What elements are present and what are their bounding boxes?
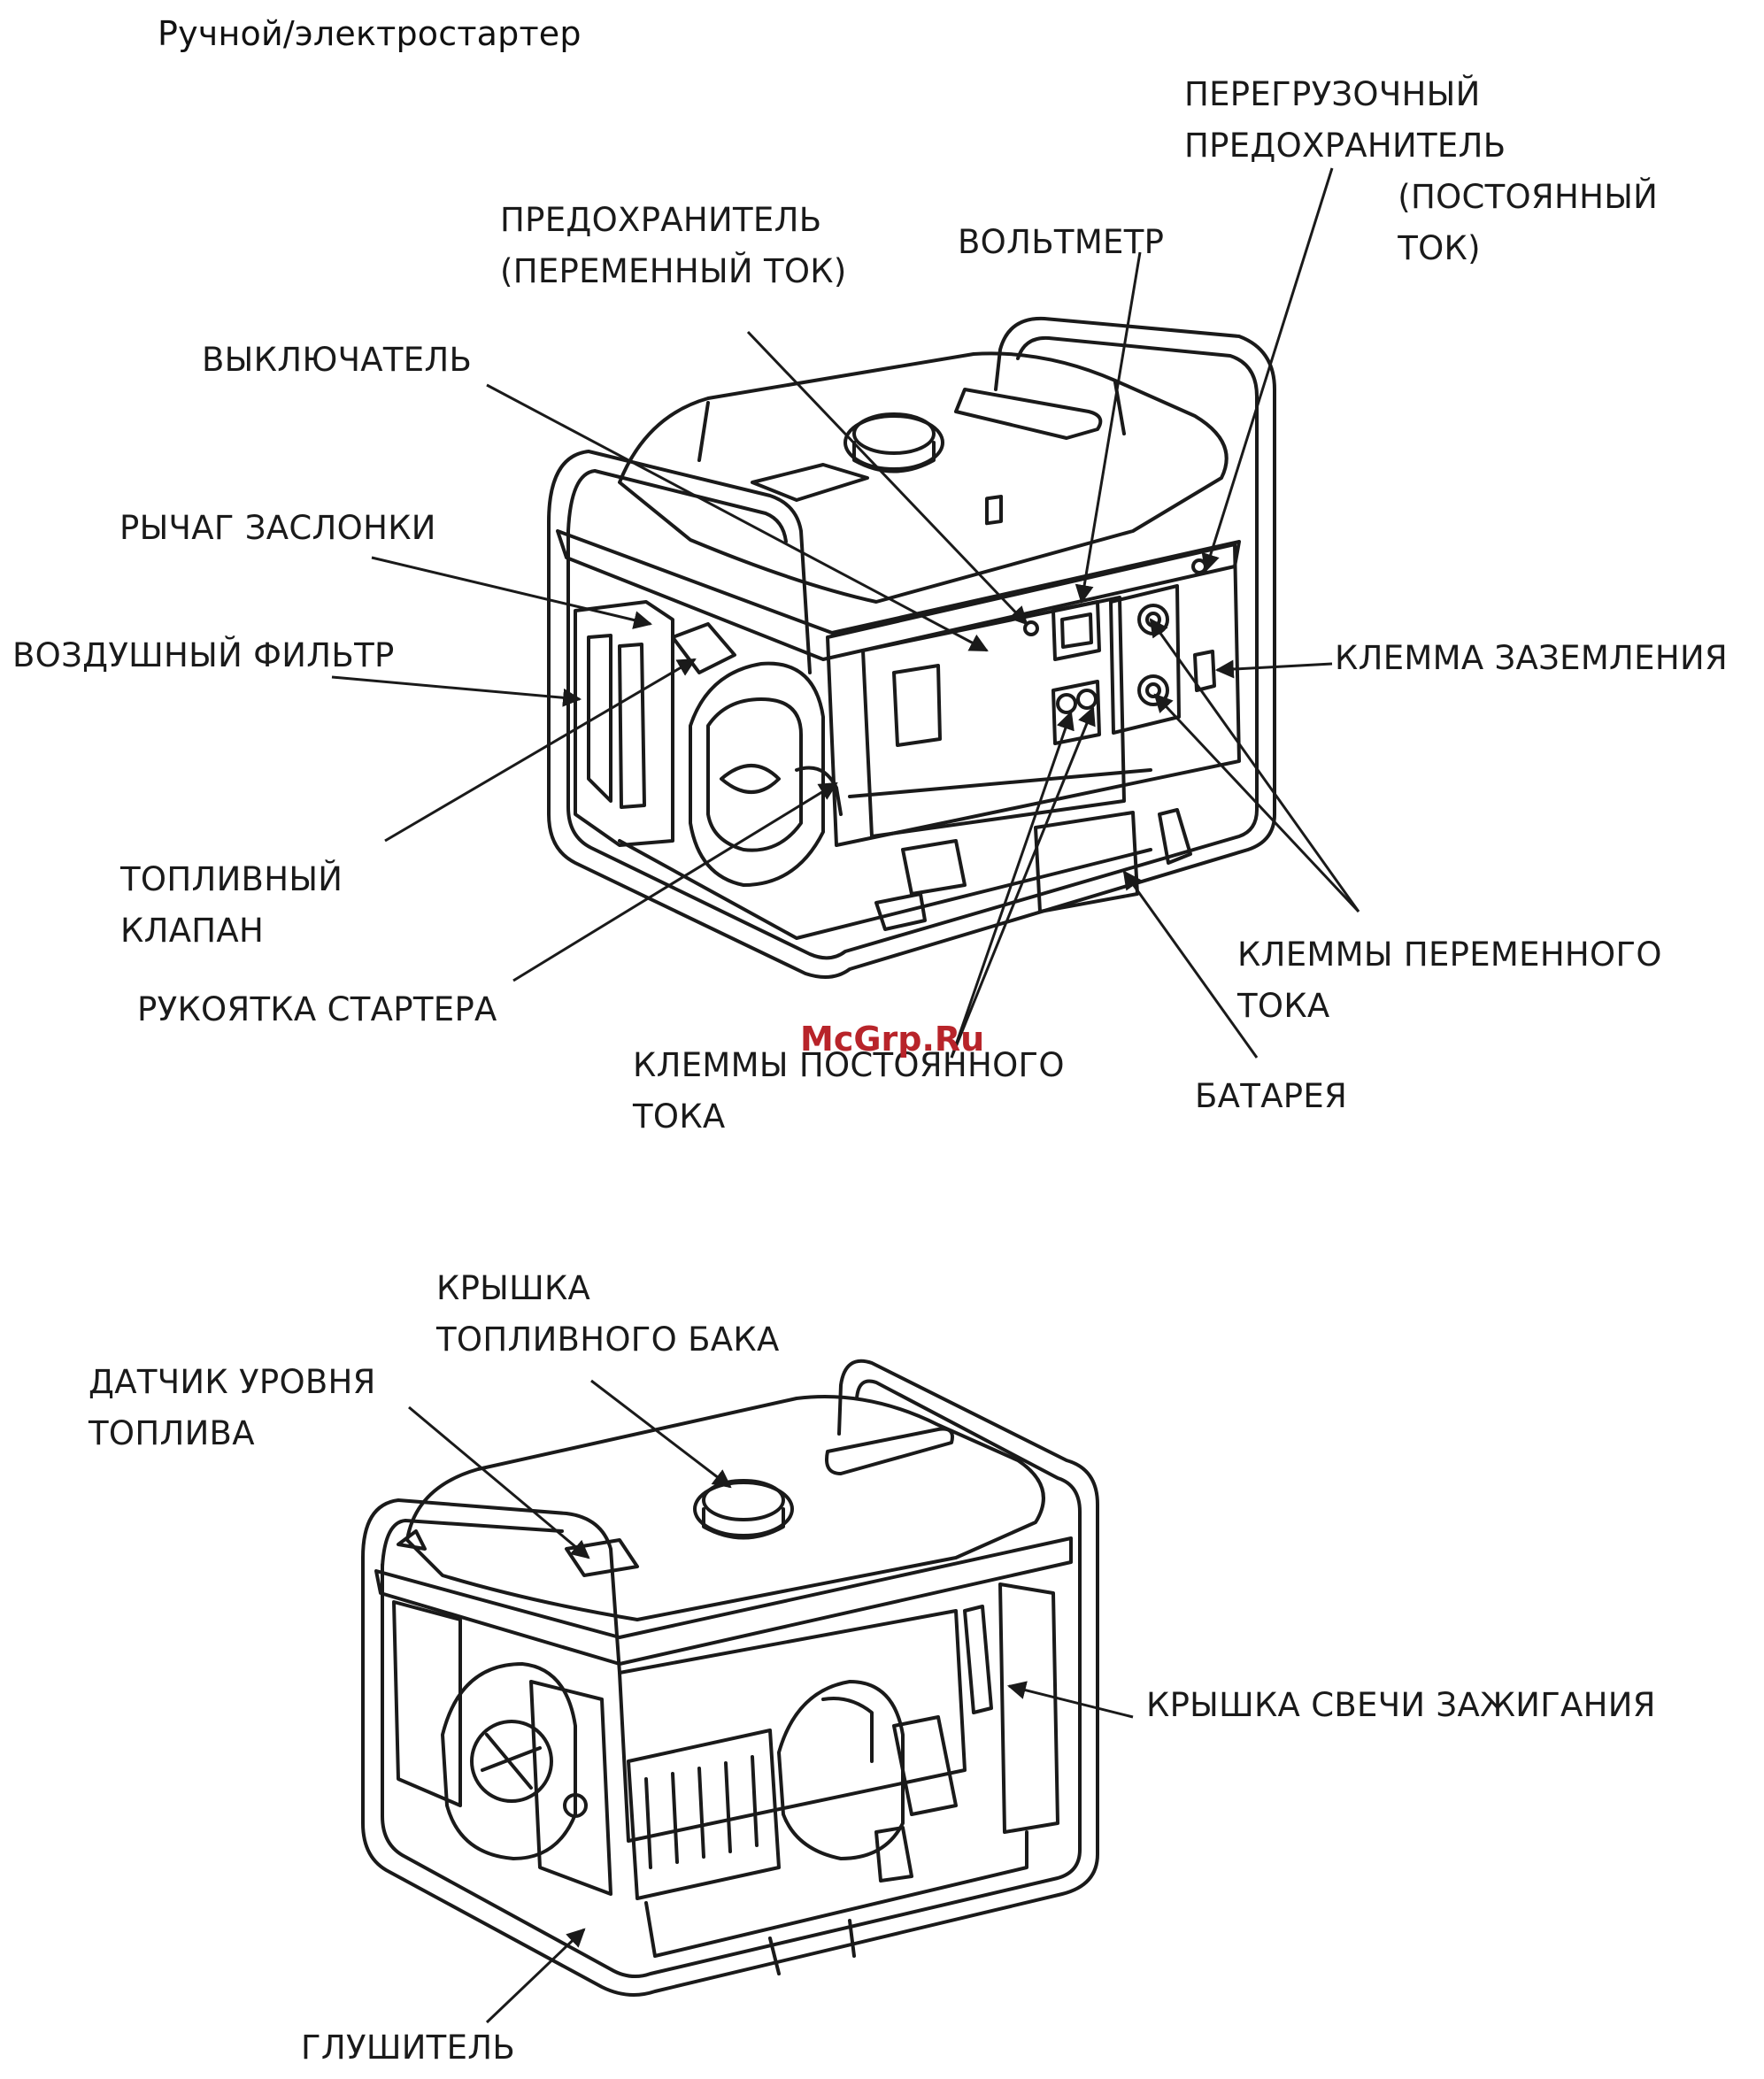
leader-fuel-valve (384, 658, 697, 843)
label-overload-fuse: ПЕРЕГРУЗОЧНЫЙ ПРЕДОХРАНИТЕЛЬ (ПОСТОЯННЫЙ… (1184, 75, 1659, 267)
label-starter-handle: РУКОЯТКА СТАРТЕРА (137, 990, 497, 1028)
leader-starter-handle (512, 782, 838, 982)
leader-air-filter (331, 675, 582, 707)
leader-ac-terminal-2 (1153, 693, 1360, 913)
label-ac-fuse: ПРЕДОХРАНИТЕЛЬ (ПЕРЕМЕННЫЙ ТОК) (500, 201, 847, 290)
leader-battery (1122, 870, 1259, 1059)
leader-voltmeter (1075, 251, 1142, 604)
label-muffler: ГЛУШИТЕЛЬ (301, 2029, 516, 2067)
leader-choke-lever (371, 556, 653, 629)
leader-fuel-gauge (408, 1405, 590, 1559)
page-caption: Ручной/электростартер (158, 14, 582, 53)
leader-fuel-cap (590, 1379, 732, 1489)
label-fuel-cap: КРЫШКА ТОПЛИВНОГО БАКА (436, 1269, 780, 1359)
label-choke-lever: РЫЧАГ ЗАСЛОНКИ (119, 509, 436, 547)
leader-dc-terminal-2 (950, 706, 1096, 1059)
leader-switch (486, 383, 989, 652)
watermark: McGrp.Ru (800, 1020, 985, 1059)
label-dc-terminals: КЛЕММЫ ПОСТОЯННОГО ТОКА (633, 1046, 1065, 1136)
leader-spark-plug-cap (1006, 1681, 1134, 1719)
label-ground-terminal: КЛЕММА ЗАЗЕМЛЕНИЯ (1335, 639, 1728, 677)
leader-ground-terminal (1214, 659, 1333, 679)
leader-dc-terminal-1 (950, 711, 1075, 1059)
label-air-filter: ВОЗДУШНЫЙ ФИЛЬТР (12, 636, 395, 674)
label-spark-plug-cap: КРЫШКА СВЕЧИ ЗАЖИГАНИЯ (1146, 1686, 1656, 1724)
leader-ac-terminal-1 (1149, 618, 1360, 912)
label-fuel-valve: ТОПЛИВНЫЙ КЛАПАН (120, 860, 343, 950)
label-ac-terminals: КЛЕММЫ ПЕРЕМЕННОГО ТОКА (1237, 936, 1662, 1025)
label-battery: БАТАРЕЯ (1195, 1077, 1348, 1115)
label-voltmeter: ВОЛЬТМЕТР (958, 223, 1165, 261)
leader-muffler (485, 1928, 586, 2024)
label-fuel-gauge: ДАТЧИК УРОВНЯ ТОПЛИВА (89, 1363, 376, 1452)
leader-overload-fuse (1201, 167, 1334, 574)
leader-ac-fuse (746, 330, 1028, 626)
label-switch: ВЫКЛЮЧАТЕЛЬ (202, 341, 473, 379)
